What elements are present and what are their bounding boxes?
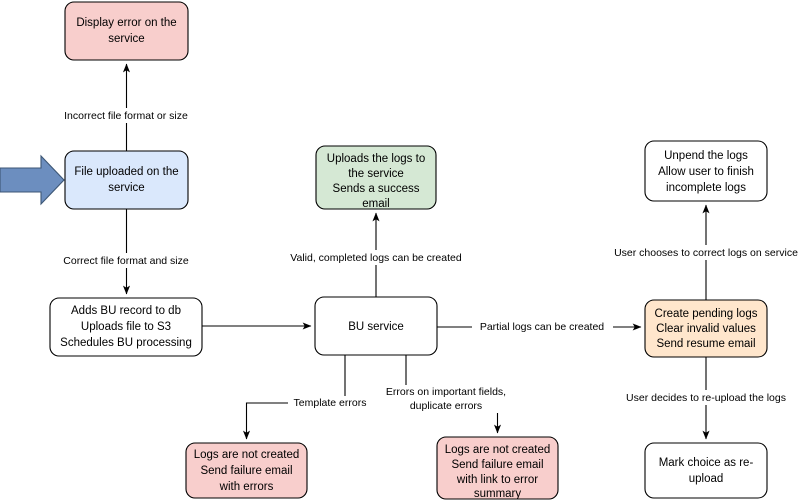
edge-label-valid-completed-logs: Valid, completed logs can be created (290, 252, 462, 264)
edge-label-user-corrects-logs: User chooses to correct logs on service (614, 247, 798, 259)
edge-label-bg (384, 385, 512, 413)
node-uploads-logs-success-line-3: Sends a success (333, 183, 420, 195)
edge-label-correct-format: Correct file format and size (63, 255, 189, 267)
node-display-error-box[interactable] (64, 1, 189, 61)
node-create-pending-logs-line-2: Clear invalid values (656, 323, 756, 335)
node-file-uploaded[interactable]: File uploaded on the service (64, 150, 189, 210)
node-logs-not-created-summary-box[interactable] (436, 436, 559, 500)
node-create-pending-logs-line-1: Create pending logs (655, 308, 758, 320)
node-logs-not-created-errors-line-1: Logs are not created (194, 449, 300, 461)
node-logs-not-created-errors-line-2: Send failure email (200, 465, 292, 477)
node-uploads-logs-success-line-4: email (362, 198, 389, 210)
edge-label-bg (46, 253, 207, 268)
node-bu-service-box[interactable] (314, 296, 438, 356)
edge-user-reupload: User decides to re-upload the logs (613, 357, 800, 440)
node-create-pending-logs-line-3: Send resume email (656, 338, 755, 350)
node-uploads-logs-success[interactable]: Uploads the logs to the service Sends a … (315, 145, 437, 210)
edge-incorrect-file-format: Incorrect file format or size (44, 63, 209, 151)
node-bu-service-label: BU service (348, 321, 404, 333)
node-display-error-line-1: Display error on the (76, 17, 176, 29)
edge-errors-important-fields: Errors on important fields, duplicate er… (384, 355, 512, 434)
node-file-uploaded-line-2: service (108, 182, 144, 194)
node-display-error[interactable]: Display error on the service (64, 1, 189, 61)
node-logs-not-created-summary-line-1: Logs are not created (445, 444, 551, 456)
node-mark-choice-reupload-line-1: Mark choice as re- (659, 457, 754, 469)
edge-template-errors: Template errors (242, 355, 376, 440)
node-mark-choice-reupload[interactable]: Mark choice as re- upload (644, 442, 768, 499)
node-unpend-the-logs-line-2: Allow user to finish (658, 166, 754, 178)
edge-label-user-reupload: User decides to re-upload the logs (626, 392, 786, 404)
node-uploads-logs-success-box[interactable] (315, 145, 437, 210)
node-create-pending-logs[interactable]: Create pending logs Clear invalid values… (644, 299, 768, 358)
node-logs-not-created-errors-box[interactable] (185, 442, 308, 499)
node-file-uploaded-line-1: File uploaded on the (74, 166, 178, 178)
node-adds-bu-record[interactable]: Adds BU record to db Uploads file to S3 … (49, 297, 203, 357)
node-adds-bu-record-line-2: Uploads file to S3 (81, 321, 171, 333)
edge-label-bg (610, 245, 801, 260)
node-uploads-logs-success-line-2: the service (348, 168, 404, 180)
edge-label-template-errors: Template errors (294, 397, 367, 409)
node-adds-bu-record-box[interactable] (49, 297, 203, 357)
edge-label-errors-important-fields-line1: Errors on important fields, (386, 386, 506, 398)
node-unpend-the-logs[interactable]: Unpend the logs Allow user to finish inc… (644, 140, 768, 202)
node-adds-bu-record-line-1: Adds BU record to db (71, 305, 181, 317)
edge-partial-logs: Partial logs can be created (437, 319, 642, 334)
node-uploads-logs-success-line-1: Uploads the logs to (327, 153, 425, 165)
node-logs-not-created-errors-line-3: with errors (219, 481, 274, 493)
edge-label-bg (472, 319, 613, 334)
edge-label-bg (284, 250, 470, 265)
edge-label-bg (613, 390, 800, 405)
node-bu-service[interactable]: BU service (314, 296, 438, 356)
node-logs-not-created-summary-line-3: with link to error (456, 474, 538, 486)
edge-label-bg (288, 396, 376, 411)
edge-label-bg (44, 108, 209, 123)
edge-user-corrects-logs: User chooses to correct logs on service (610, 204, 801, 300)
node-create-pending-logs-box[interactable] (644, 299, 768, 358)
node-logs-not-created-summary[interactable]: Logs are not created Send failure email … (436, 436, 559, 500)
node-adds-bu-record-line-3: Schedules BU processing (60, 337, 192, 349)
node-logs-not-created-summary-line-4: summary (474, 488, 522, 500)
entry-arrow (0, 154, 65, 206)
node-mark-choice-reupload-box[interactable] (644, 442, 768, 499)
node-unpend-the-logs-box[interactable] (644, 140, 768, 202)
edge-correct-file-format: Correct file format and size (46, 209, 207, 295)
node-logs-not-created-errors[interactable]: Logs are not created Send failure email … (185, 442, 308, 499)
edge-label-partial-logs: Partial logs can be created (480, 321, 604, 333)
node-display-error-line-2: service (108, 33, 144, 45)
node-mark-choice-reupload-line-2: upload (689, 473, 724, 485)
edge-label-incorrect-format: Incorrect file format or size (64, 110, 188, 122)
node-unpend-the-logs-line-3: incomplete logs (666, 182, 746, 194)
node-file-uploaded-box[interactable] (64, 150, 189, 210)
edge-label-errors-important-fields-line2: duplicate errors (410, 400, 482, 412)
edge-valid-completed-logs: Valid, completed logs can be created (284, 212, 470, 297)
node-logs-not-created-summary-line-2: Send failure email (451, 459, 543, 471)
node-unpend-the-logs-line-1: Unpend the logs (664, 150, 748, 162)
